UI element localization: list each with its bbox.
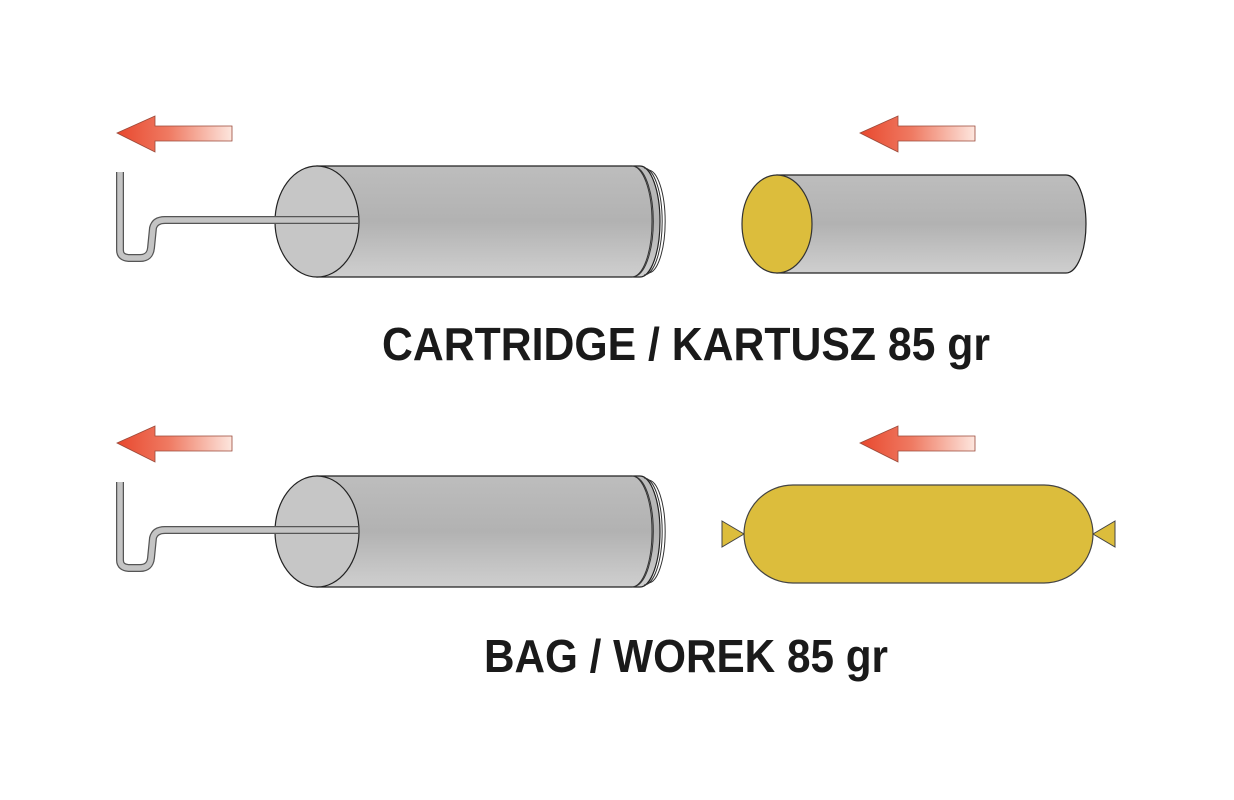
cartridge-icon — [741, 174, 1087, 274]
sausage-bag-icon — [721, 484, 1116, 584]
applicator-tube-icon — [120, 166, 665, 277]
push-arrow-left-icon — [859, 115, 976, 153]
cartridge-label: CARTRIDGE / KARTUSZ 85 gr — [382, 318, 990, 370]
applicator-tube-icon — [120, 476, 665, 587]
bag-label: BAG / WOREK 85 gr — [484, 630, 888, 682]
push-arrow-left-icon — [116, 115, 233, 153]
push-arrow-left-icon — [116, 425, 233, 463]
push-arrow-left-icon — [859, 425, 976, 463]
